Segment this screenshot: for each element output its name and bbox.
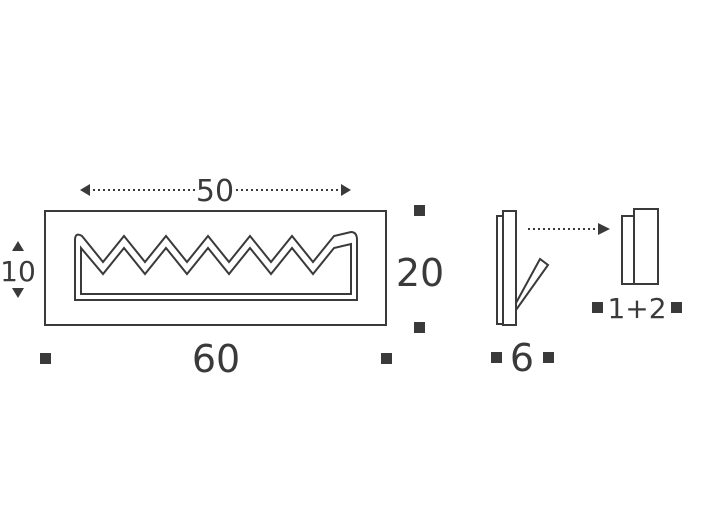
dimension-60-label: 60	[192, 337, 240, 381]
mount-panel-thin	[621, 215, 635, 285]
dimension-20-label: 20	[396, 251, 444, 295]
front-view	[44, 210, 387, 326]
front-inner-zigzag-line	[80, 242, 352, 295]
arrow-left-icon	[80, 184, 90, 196]
dimension-10: 10	[0, 241, 36, 298]
front-outer-frame	[44, 210, 387, 326]
marker-dot	[491, 352, 502, 363]
marker-dot	[414, 205, 425, 216]
marker-dot	[381, 353, 392, 364]
arrow-right-icon	[598, 223, 610, 235]
marker-dot	[543, 352, 554, 363]
dimension-60: 60	[40, 337, 392, 381]
marker-dot	[592, 302, 603, 313]
mount-view: 1+2	[592, 208, 682, 325]
marker-dot	[414, 322, 425, 333]
dimension-20: 20	[396, 205, 444, 333]
side-panel-front	[502, 210, 517, 326]
mount-panel-thick	[633, 208, 659, 285]
dimension-6-label: 6	[510, 336, 534, 380]
dimension-50-label: 50	[196, 174, 234, 209]
dimension-50: 50	[80, 174, 351, 209]
side-view: 6	[491, 210, 554, 380]
side-hook	[515, 257, 550, 314]
marker-dot	[671, 302, 682, 313]
front-inner-zigzag-outline	[74, 230, 358, 301]
dimension-1-2-label: 1+2	[607, 292, 666, 325]
dimension-10-label: 10	[0, 255, 36, 288]
arrow-right-icon	[341, 184, 351, 196]
arrow-down-icon	[12, 288, 24, 298]
mount-arrow	[528, 223, 610, 235]
arrow-up-icon	[12, 241, 24, 251]
marker-dot	[40, 353, 51, 364]
